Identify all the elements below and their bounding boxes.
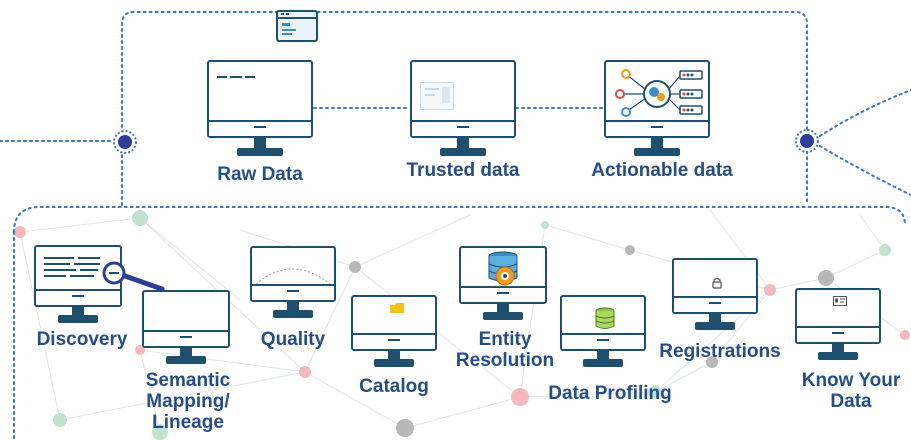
id-card-icon	[833, 296, 847, 306]
actionable-data-monitor	[604, 60, 710, 158]
data-profiling-label: Data Profiling	[548, 383, 672, 404]
document-icon	[420, 82, 454, 110]
left-connector-node-icon	[112, 129, 138, 155]
registrations-label: Registrations	[659, 341, 781, 362]
right-connector-node-icon	[794, 128, 820, 154]
gear-network-icon	[615, 69, 703, 117]
blank-screen-icon	[144, 292, 145, 293]
magnifier-icon	[100, 261, 166, 293]
dashes-icon	[217, 76, 257, 79]
data-profiling-monitor	[560, 295, 646, 373]
lock-icon	[712, 277, 722, 289]
quality-monitor	[250, 246, 336, 324]
entity-resolution-label: Entity Resolution	[455, 329, 555, 371]
catalog-monitor	[351, 295, 437, 373]
registrations-monitor	[672, 258, 758, 336]
semantic-mapping-label: Semantic Mapping/ Lineage	[145, 370, 231, 433]
database-gear-icon	[488, 251, 518, 286]
catalog-label: Catalog	[359, 376, 429, 397]
trusted-data-monitor	[410, 60, 516, 158]
entity-resolution-monitor	[459, 246, 547, 326]
semantic-mapping-monitor	[142, 290, 230, 370]
curve-icon	[255, 268, 331, 285]
database-icon	[595, 307, 615, 329]
trusted-data-label: Trusted data	[406, 160, 520, 181]
know-your-data-monitor	[795, 288, 881, 366]
actionable-data-label: Actionable data	[591, 160, 733, 181]
text-lines-icon	[44, 257, 106, 283]
discovery-label: Discovery	[36, 329, 128, 350]
browser-window-icon	[276, 10, 318, 42]
raw-data-monitor	[207, 60, 313, 158]
raw-data-label: Raw Data	[217, 164, 303, 185]
quality-label: Quality	[260, 329, 326, 350]
know-your-data-label: Know Your Data	[801, 370, 901, 412]
folder-icon	[390, 303, 404, 313]
